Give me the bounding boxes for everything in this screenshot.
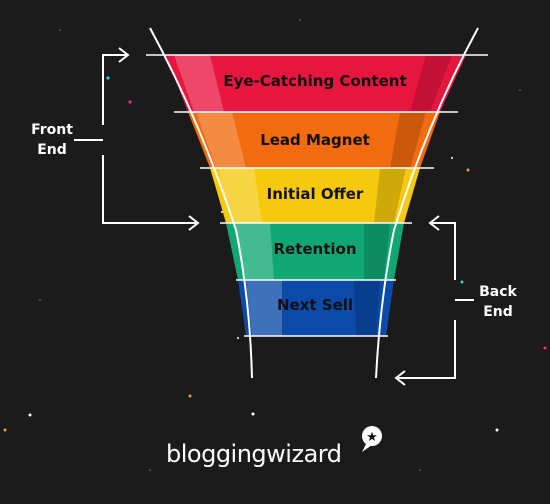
star xyxy=(251,412,255,416)
arrow-right-icon xyxy=(188,215,200,231)
star xyxy=(28,413,32,417)
star xyxy=(519,89,521,91)
funnel-band-shade xyxy=(354,280,380,336)
back-end-bracket xyxy=(394,215,474,386)
funnel-band xyxy=(226,223,404,280)
back-end-label-line1: Back xyxy=(479,284,517,300)
star xyxy=(495,428,499,432)
wizard-logo-icon: ★ xyxy=(362,426,382,452)
funnel-band-shade xyxy=(390,112,426,168)
front-end-bracket xyxy=(74,47,200,231)
star xyxy=(128,100,132,104)
star xyxy=(451,157,453,159)
arrow-left-icon xyxy=(394,370,406,386)
back-end-bracket-top xyxy=(432,222,456,280)
arrow-left-icon xyxy=(428,215,440,231)
front-end-bracket-bottom xyxy=(102,155,196,224)
star xyxy=(149,469,151,471)
star xyxy=(419,469,421,471)
funnel-band-highlight xyxy=(196,112,246,168)
funnel-outline xyxy=(149,27,479,379)
funnel-band-shade xyxy=(374,168,406,223)
svg-text:★: ★ xyxy=(366,430,378,445)
funnel-right-edge xyxy=(375,27,479,379)
front-end-bracket-top xyxy=(102,54,126,125)
funnel-band xyxy=(166,55,466,112)
funnel-band-shade xyxy=(410,55,452,112)
funnel-band-highlight xyxy=(174,55,224,112)
star xyxy=(543,346,547,350)
funnel-band xyxy=(188,112,440,168)
star xyxy=(59,29,61,31)
star xyxy=(221,211,223,213)
front-end-label: Front End xyxy=(22,120,82,160)
funnel-left-edge xyxy=(149,27,253,379)
star-field xyxy=(3,19,547,471)
star xyxy=(299,19,301,21)
arrow-right-icon xyxy=(118,47,130,63)
star xyxy=(237,337,239,339)
brand-wordmark: bloggingwizard xyxy=(166,440,342,468)
stage-label-lead-magnet: Lead Magnet xyxy=(260,131,370,149)
funnel-band-highlight xyxy=(234,223,274,280)
back-end-label: Back End xyxy=(468,282,528,322)
star xyxy=(39,299,41,301)
funnel-band xyxy=(210,168,420,223)
star xyxy=(3,428,7,432)
stage-label-next-sell: Next Sell xyxy=(276,296,354,314)
funnel-bands xyxy=(166,55,466,336)
stage-label-retention: Retention xyxy=(273,240,357,258)
front-end-label-line1: Front xyxy=(31,122,73,138)
star xyxy=(188,394,192,398)
star xyxy=(106,76,110,80)
funnel-band-highlight xyxy=(246,280,282,336)
front-end-label-line2: End xyxy=(37,142,67,158)
funnel-separators xyxy=(146,54,488,337)
star xyxy=(466,168,470,172)
stage-label-eye-catching-content: Eye-Catching Content xyxy=(223,72,407,90)
back-end-label-line2: End xyxy=(483,304,513,320)
stage-label-initial-offer: Initial Offer xyxy=(266,185,364,203)
back-end-bracket-bottom xyxy=(398,320,456,379)
star xyxy=(460,280,464,284)
funnel-band-shade xyxy=(364,223,390,280)
funnel-band xyxy=(238,280,394,336)
